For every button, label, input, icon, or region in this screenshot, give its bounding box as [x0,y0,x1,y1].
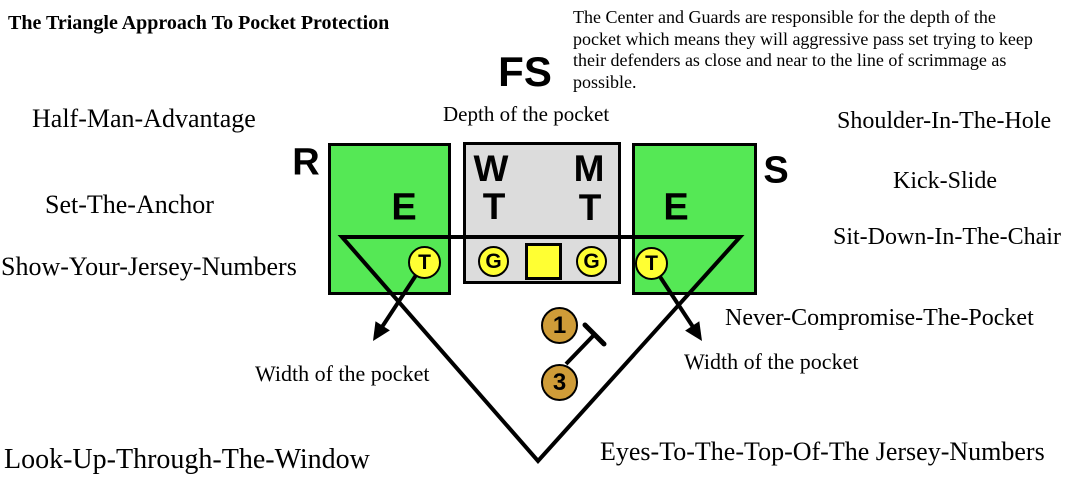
coaching-point-look-up-through-the-window: Look-Up-Through-The-Window [4,444,370,475]
end-label-right: E [663,186,689,229]
tackle-arrow-right-head [685,321,702,341]
mike-backer-label-line1: M [573,148,605,189]
tackle-arrow-left-head [373,321,390,341]
back-circle-3: 3 [541,364,578,401]
width-of-pocket-label-left: Width of the pocket [255,361,430,386]
rush-backer-label: R [292,141,320,184]
coaching-point-set-the-anchor: Set-The-Anchor [45,190,214,219]
page-title: The Triangle Approach To Pocket Protecti… [8,12,390,34]
guard-circle-left: G [478,246,509,277]
center-square [525,243,562,280]
coaching-point-shoulder-in-the-hole: Shoulder-In-The-Hole [837,108,1052,134]
pocket-triangle [337,235,745,465]
scheme-note-line: pocket which means they will aggressive … [573,28,1033,49]
coaching-point-never-compromise-the-pocket: Never-Compromise-The-Pocket [725,305,1034,331]
tackle-circle-right: T [635,247,668,280]
sam-backer-label: S [763,149,789,192]
back-circle-1: 1 [541,307,578,344]
end-label-left: E [391,186,417,229]
scheme-note-line: The Center and Guards are responsible fo… [573,7,996,27]
tackle-circle-left: T [408,246,441,279]
scheme-note-line: possible. [573,71,637,92]
depth-of-pocket-label: Depth of the pocket [443,102,610,126]
will-backer-label-line1: W [473,148,509,189]
scheme-note-line: their defenders as close and near to the… [573,50,1007,70]
coaching-point-show-your-jersey-numbers: Show-Your-Jersey-Numbers [1,252,297,281]
coaching-point-eyes-to-the-top: Eyes-To-The-Top-Of-The Jersey-Numbers [600,437,1045,466]
block-symbol-cap [582,322,607,347]
coaching-point-kick-slide: Kick-Slide [893,168,997,194]
scheme-note: The Center and Guards are responsible fo… [573,7,1033,93]
coaching-point-sit-down-in-the-chair: Sit-Down-In-The-Chair [833,224,1061,250]
free-safety-label: FS [498,48,552,95]
mike-backer-label-line2: T [578,187,602,228]
guard-circle-right: G [576,246,607,277]
will-backer-label-line2: T [482,186,506,227]
width-of-pocket-label-right: Width of the pocket [684,349,859,374]
coaching-point-half-man-advantage: Half-Man-Advantage [32,104,256,133]
block-symbol-shaft [564,334,595,366]
